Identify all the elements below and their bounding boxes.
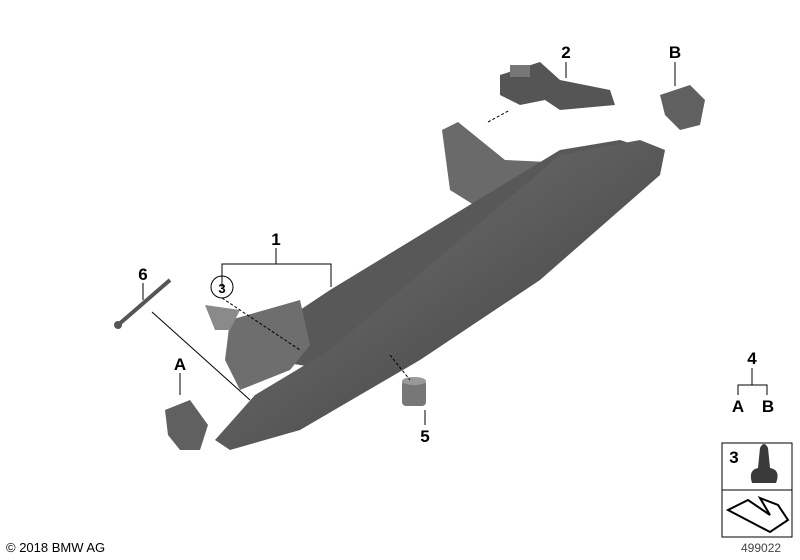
bracket-a-part[interactable] (165, 400, 208, 450)
legend-box (721, 442, 793, 538)
rod-part[interactable] (114, 278, 172, 329)
callout-b: B (669, 43, 681, 62)
clip-icon (750, 444, 778, 483)
callout-circle (210, 275, 234, 299)
callout-1: 1 (271, 230, 280, 249)
callout-2: 2 (561, 43, 570, 62)
callout-3: 3 (218, 281, 225, 296)
glovebox-part[interactable] (205, 122, 665, 450)
lock-part[interactable] (402, 377, 426, 406)
callout-5: 5 (420, 427, 429, 446)
copyright: © 2018 BMW AG (6, 540, 106, 555)
kit-b-label: B (762, 397, 774, 416)
bracket-b-part[interactable] (660, 85, 705, 130)
kit-a-label: A (732, 397, 744, 416)
diagram-number: 499022 (741, 541, 782, 555)
legend-clip-label: 3 (729, 448, 738, 467)
callout-a: A (174, 355, 186, 374)
leader-lines (142, 62, 768, 425)
arrow-icon (725, 496, 790, 534)
callout-4: 4 (747, 349, 757, 368)
callout-6: 6 (138, 265, 147, 284)
actuator-part[interactable] (500, 62, 615, 110)
